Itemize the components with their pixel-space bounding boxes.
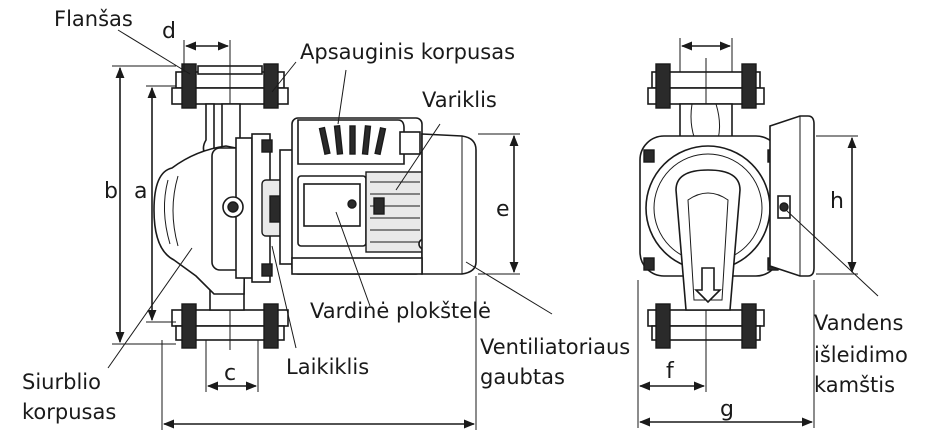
leader-lines — [107, 29, 879, 369]
label-drain-line3: kamštis — [814, 373, 895, 397]
dimension-lines — [112, 38, 858, 430]
label-drain-line1: Vandens — [814, 311, 903, 335]
fan-cover-shape — [421, 133, 477, 275]
part-labels: Flanšas Apsauginis korpusas Variklis Var… — [22, 7, 908, 424]
pump-front-view — [639, 58, 815, 350]
front-top-flange — [647, 58, 765, 114]
label-drain-line2: išleidimo — [814, 343, 908, 367]
label-protective-housing: Apsauginis korpusas — [300, 40, 515, 64]
dim-g: g — [720, 397, 734, 422]
top-flange — [171, 60, 289, 112]
dim-b: b — [104, 179, 118, 204]
label-fan-cover-line1: Ventiliatoriaus — [480, 335, 630, 359]
front-bottom-flange — [647, 300, 765, 350]
label-fan-cover-line2: gaubtas — [480, 365, 565, 389]
dim-f: f — [666, 359, 675, 384]
dim-e: e — [496, 197, 510, 222]
label-holder: Laikiklis — [286, 355, 369, 379]
dimension-labels: d b a e h c f g — [104, 19, 844, 422]
label-pump-body-line1: Siurblio — [22, 370, 101, 394]
label-flange: Flanšas — [54, 7, 133, 31]
label-nameplate: Vardinė plokštelė — [310, 299, 491, 323]
dim-c: c — [224, 361, 236, 386]
dim-d: d — [162, 19, 176, 44]
label-motor: Variklis — [422, 88, 497, 112]
pump-side-view — [153, 60, 477, 350]
label-pump-body-line2: korpusas — [22, 400, 116, 424]
dim-h: h — [830, 189, 844, 214]
dim-a: a — [134, 179, 147, 204]
bottom-flange — [171, 300, 289, 350]
